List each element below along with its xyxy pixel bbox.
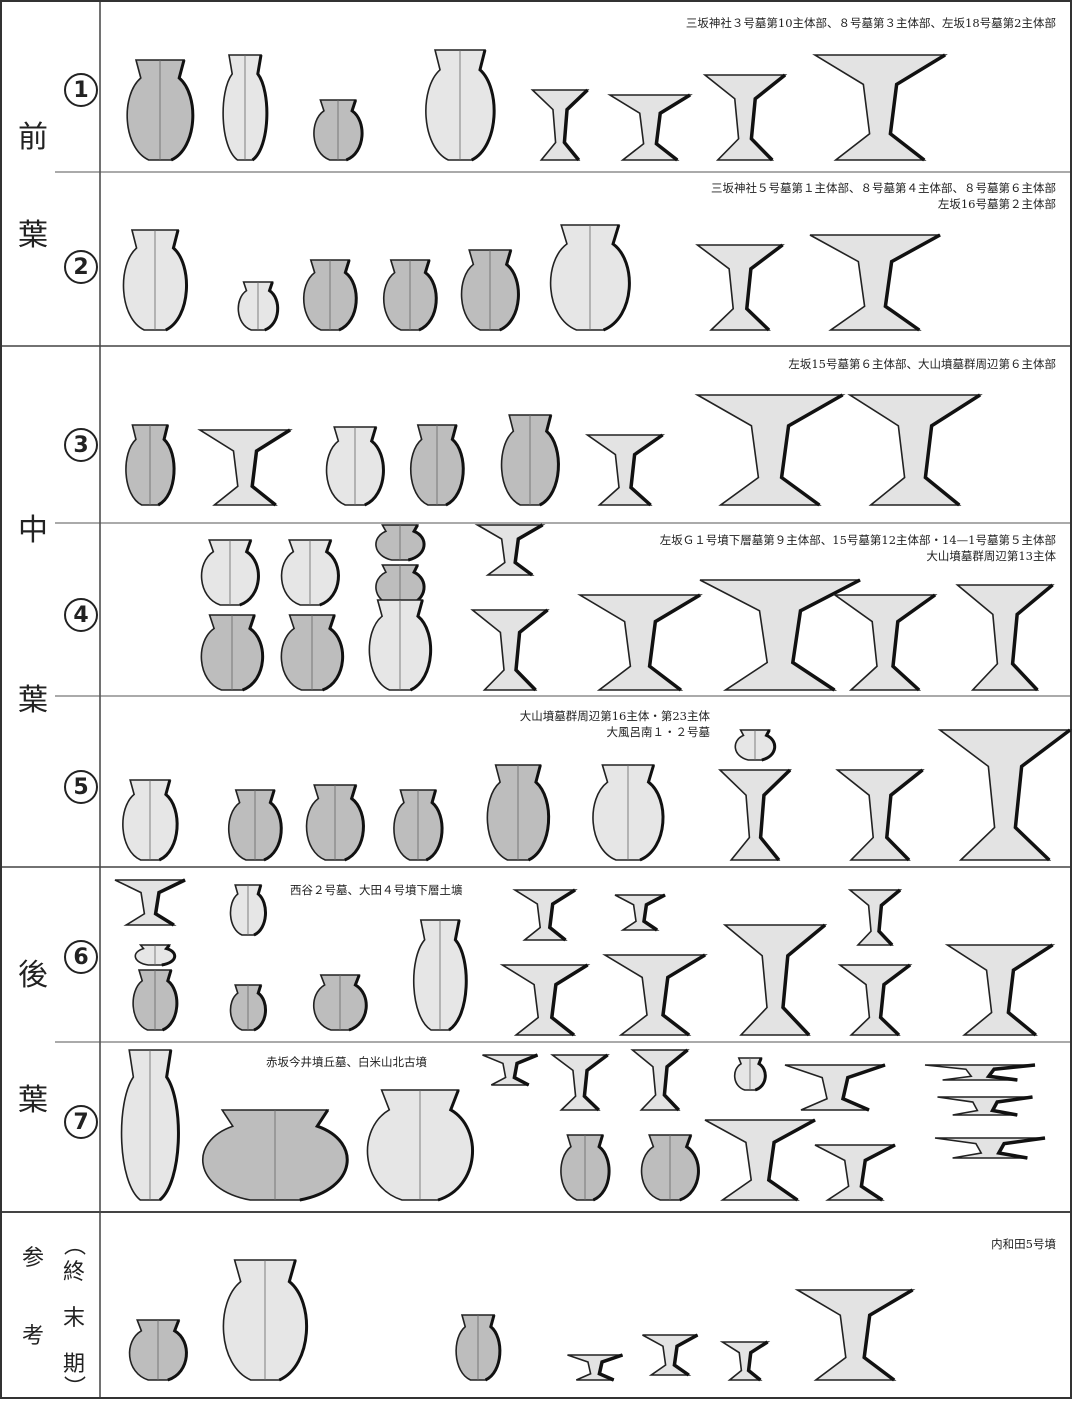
pottery-stand-33 — [473, 610, 548, 690]
pottery-stand-61 — [840, 965, 910, 1035]
phase-2-caption-line-1: 三坂神社５号墓第１主体部、８号墓第４主体部、８号墓第６主体部 — [711, 180, 1056, 196]
pottery-stand-37 — [958, 585, 1053, 690]
pottery-stand-16 — [810, 235, 940, 330]
pottery-stand-45 — [720, 770, 790, 860]
pottery-stand-36 — [835, 595, 935, 690]
phase-2-caption-line-2: 左坂16号墓第２主体部 — [938, 196, 1056, 212]
pottery-stand-47 — [940, 730, 1070, 860]
pottery-stand-62 — [948, 945, 1053, 1035]
reference-paren-close: ︶ — [64, 1370, 86, 1402]
pottery-stand-22 — [588, 435, 663, 505]
phase-1-caption: 三坂神社３号墓第10主体部、８号墓第３主体部、左坂18号墓第2主体部 — [686, 15, 1056, 31]
pottery-stand-74 — [815, 1145, 895, 1200]
pottery-stand-72 — [705, 1120, 815, 1200]
period-label-early-2: 葉 — [18, 210, 48, 254]
pottery-stand-57 — [503, 965, 588, 1035]
pottery-stand-23 — [698, 395, 843, 505]
phase-7-caption: 赤坂今井墳丘墓、白米山北古墳 — [266, 1054, 427, 1070]
pottery-stand-7 — [705, 75, 785, 160]
period-label-middle-1: 中 — [18, 505, 48, 549]
period-label-middle-2: 葉 — [18, 675, 48, 719]
pottery-stand-5 — [533, 90, 588, 160]
pottery-stand-84 — [798, 1290, 913, 1380]
reference-term-char-1: 終 — [63, 1254, 85, 1286]
pottery-stand-18 — [200, 430, 290, 505]
pottery-stand-34 — [580, 595, 700, 690]
phase-6-caption: 西谷２号墓、大田４号墳下層土壙 — [290, 882, 463, 898]
phase-number-3: 3 — [64, 428, 98, 462]
pottery-stand-8 — [815, 55, 945, 160]
phase-number-2: 2 — [64, 250, 98, 284]
reference-label-char-2: 考 — [22, 1318, 44, 1350]
phase-number-5: 5 — [64, 770, 98, 804]
reference-label-char-1: 参 — [22, 1240, 44, 1272]
reference-term-char-2: 末 — [63, 1300, 85, 1332]
phase-3-caption: 左坂15号墓第６主体部、大山墳墓群周辺第６主体部 — [788, 356, 1056, 372]
phase-4-caption-line-2: 大山墳墓群周辺第13主体 — [926, 548, 1056, 564]
period-label-late-2: 葉 — [18, 1075, 48, 1119]
phase-5-caption-line-1: 大山墳墓群周辺第16主体・第23主体 — [520, 708, 710, 724]
pottery-stand-6 — [610, 95, 690, 160]
phase-number-4: 4 — [64, 598, 98, 632]
phase-number-6: 6 — [64, 940, 98, 974]
pottery-stand-15 — [698, 245, 783, 330]
phase-4-caption-line-1: 左坂Ｇ１号墳下層墓第９主体部、15号墓第12主体部・14—1号墓第５主体部 — [660, 532, 1056, 548]
period-label-early-1: 前 — [18, 112, 48, 156]
reference-caption: 内和田5号墳 — [991, 1236, 1056, 1252]
pottery-stand-58 — [605, 955, 705, 1035]
phase-number-7: 7 — [64, 1105, 98, 1139]
pottery-stand-59 — [725, 925, 825, 1035]
pottery-stand-24 — [850, 395, 980, 505]
phase-number-1: 1 — [64, 73, 98, 107]
period-label-late-1: 後 — [18, 950, 48, 994]
pottery-stand-46 — [838, 770, 923, 860]
phase-5-caption-line-2: 大風呂南１・２号墓 — [607, 724, 711, 740]
